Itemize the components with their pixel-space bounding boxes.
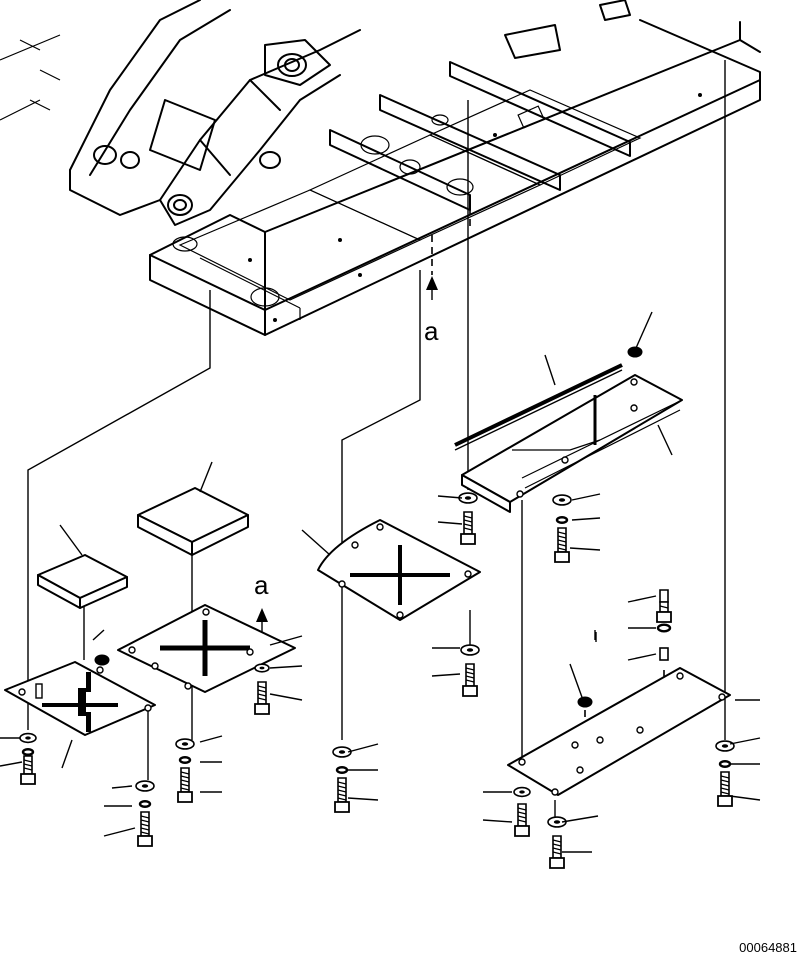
bolt xyxy=(552,835,562,859)
undercover-rear-lower xyxy=(507,667,760,796)
undercover-front-center xyxy=(117,604,296,693)
leader-lines xyxy=(0,311,761,853)
nut xyxy=(627,346,643,358)
bolt-head xyxy=(717,795,733,807)
frame-assembly xyxy=(0,0,761,336)
nut xyxy=(659,647,669,661)
undercover-front-left xyxy=(4,661,156,769)
bolt-head xyxy=(177,791,193,803)
lock-washer xyxy=(555,516,569,524)
bolt-head xyxy=(20,773,36,785)
bolt xyxy=(517,803,527,827)
lock-washer xyxy=(335,766,349,774)
undercover-center xyxy=(301,519,481,621)
drawing-number: 00064881 xyxy=(739,940,797,955)
view-label-a-left: a xyxy=(254,570,269,600)
view-label-a-top: a xyxy=(424,316,439,346)
bolt-head xyxy=(656,611,672,623)
bolt-head xyxy=(659,589,669,603)
lock-washer xyxy=(178,756,192,764)
bolt-head xyxy=(462,685,478,697)
lock-washer xyxy=(718,760,732,768)
view-arrow-a-top: a xyxy=(424,276,439,346)
bolt xyxy=(257,681,267,705)
bolt-head xyxy=(554,551,570,563)
view-arrow-a-left: a xyxy=(254,570,269,640)
bolt-washer-sets xyxy=(19,346,735,869)
bolt-head xyxy=(334,801,350,813)
bolt-head xyxy=(460,533,476,545)
pad-center xyxy=(137,461,249,556)
bolt-head xyxy=(137,835,153,847)
bolt xyxy=(463,511,473,535)
bolt-head xyxy=(514,825,530,837)
bolt-head xyxy=(549,857,565,869)
lock-washer xyxy=(656,623,672,633)
pad-left xyxy=(37,524,128,609)
lock-washer xyxy=(21,748,35,756)
bolt-head xyxy=(254,703,270,715)
undercover-rear-upper xyxy=(454,354,683,513)
bolt xyxy=(465,663,475,687)
nut xyxy=(577,696,593,708)
nut xyxy=(94,654,110,666)
lock-washer xyxy=(138,800,152,808)
